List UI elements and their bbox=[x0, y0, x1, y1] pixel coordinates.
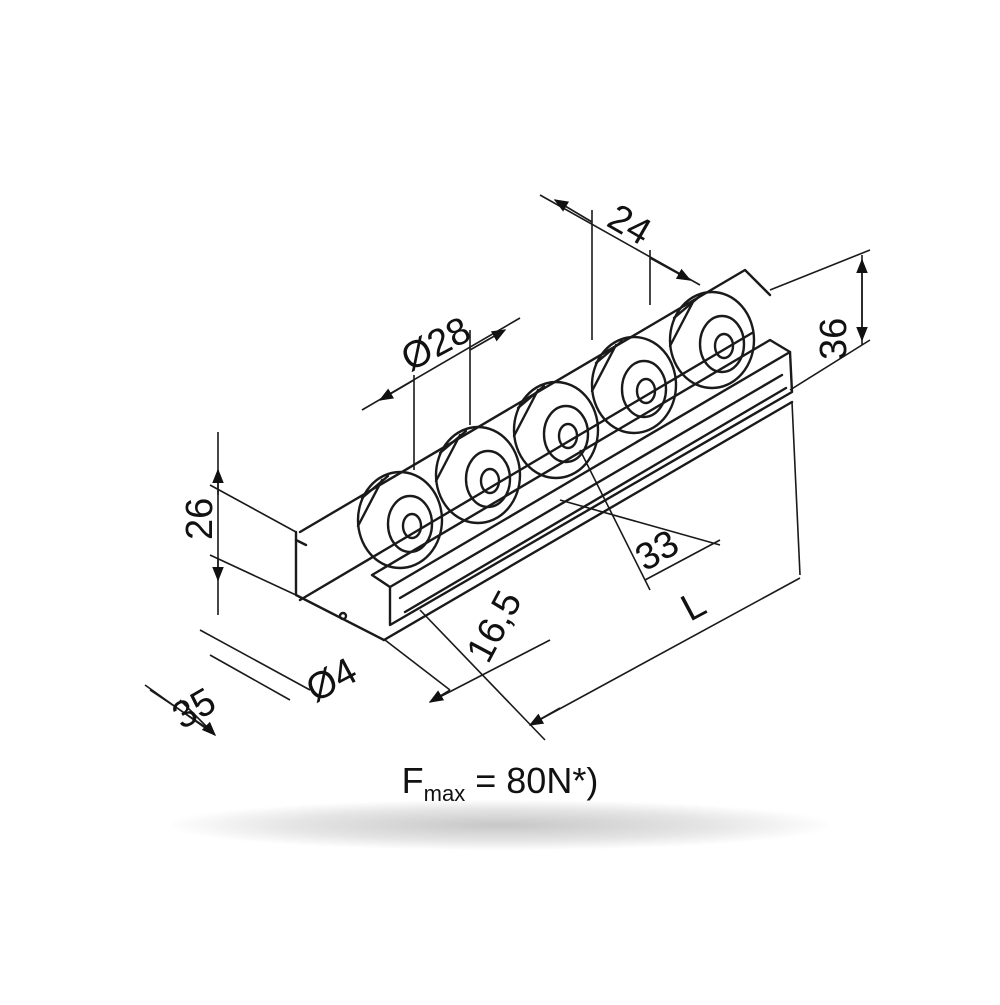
label-roller-diameter: Ø28 bbox=[395, 309, 478, 380]
label-total-height: 36 bbox=[813, 318, 855, 360]
force-symbol: F bbox=[401, 760, 424, 801]
roller bbox=[668, 290, 756, 390]
label-length: L bbox=[675, 583, 713, 630]
dimension-lines bbox=[144, 194, 871, 741]
label-profile-width: 35 bbox=[166, 680, 224, 738]
force-value: = 80N*) bbox=[475, 760, 599, 801]
label-width-offset: 33 bbox=[629, 522, 687, 580]
rollers bbox=[356, 290, 756, 570]
roller bbox=[356, 470, 444, 570]
max-force-label: Fmax = 80N*) bbox=[0, 760, 1000, 807]
roller bbox=[512, 380, 600, 480]
roller bbox=[590, 335, 678, 435]
label-edge-offset: 16,5 bbox=[459, 584, 531, 669]
force-subscript: max bbox=[423, 781, 466, 806]
label-roller-pitch: 24 bbox=[601, 196, 659, 254]
rail-profile bbox=[294, 268, 794, 642]
label-profile-height: 26 bbox=[179, 498, 221, 540]
label-hole-diameter: Ø4 bbox=[300, 650, 364, 711]
roller bbox=[434, 425, 522, 525]
drop-shadow bbox=[170, 800, 830, 850]
